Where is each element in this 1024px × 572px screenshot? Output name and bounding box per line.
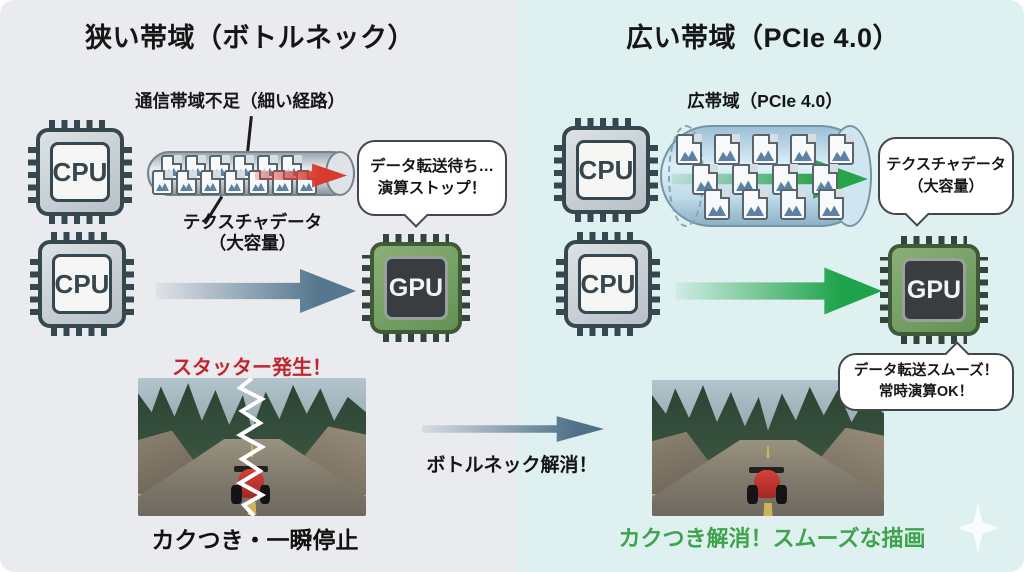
narrow-pipe-label: 通信帯域不足（細い経路） [135, 91, 345, 111]
texture-data-line1: テクスチャデータ [182, 212, 323, 232]
wide-bandwidth-pipe [660, 125, 872, 227]
cpu-label: CPU [578, 254, 638, 314]
race-car [747, 467, 787, 504]
image-file-icon [828, 134, 854, 165]
chip-pins [650, 139, 658, 201]
chip-pins [30, 253, 38, 315]
gpu-chip-right: GPU [880, 236, 988, 344]
chip-pins [126, 253, 134, 315]
image-file-icon [780, 189, 806, 220]
chip-body: CPU [38, 240, 126, 328]
chip-body: CPU [564, 240, 652, 328]
image-file-icon [224, 170, 245, 195]
cpu-chip-bottom-right: CPU [556, 232, 660, 336]
image-file-icon [790, 134, 816, 165]
gpu-wait-speech-bubble: データ転送待ち… 演算ストップ！ [357, 140, 507, 228]
chip-pins [901, 336, 967, 344]
cpu-label: CPU [52, 254, 112, 314]
chip-pins [28, 141, 36, 203]
chip-pins [575, 118, 637, 126]
image-file-icon [742, 189, 768, 220]
cpu-chip-top-left: CPU [28, 120, 132, 224]
cpu-chip-bottom-left: CPU [30, 232, 134, 336]
bubble-text-line2: 常時演算OK！ [878, 384, 974, 400]
chip-pins [362, 255, 370, 321]
chip-pins [980, 257, 988, 323]
chip-pins [901, 236, 967, 244]
narrow-bandwidth-pipe [147, 151, 355, 196]
bubble-text-line1: データ転送待ち… [369, 157, 494, 175]
bubble-text-line1: データ転送スムーズ！ [853, 362, 999, 379]
chip-pins [51, 232, 113, 240]
image-file-icon [176, 170, 197, 195]
chip-pins [577, 232, 639, 240]
pipe-data-icons [662, 127, 870, 225]
right-caption: カクつき解消！スムーズな描画 [618, 526, 926, 551]
image-file-icon [704, 189, 730, 220]
chip-pins [462, 255, 470, 321]
stutter-zigzag-icon [235, 378, 267, 516]
chip-body: CPU [562, 126, 650, 214]
chip-pins [554, 139, 562, 201]
gpu-smooth-speech-bubble: データ転送スムーズ！ 常時演算OK！ [838, 341, 1014, 411]
image-file-icon [152, 170, 173, 195]
texture-data-label: テクスチャデータ （大容量） [145, 212, 360, 254]
gpu-label: GPU [384, 256, 448, 320]
chip-pins [652, 253, 660, 315]
gpu-label: GPU [902, 258, 966, 322]
image-file-icon [818, 189, 844, 220]
chip-pins [51, 328, 113, 336]
right-panel-title: 広い帯域（PCIe 4.0） [625, 23, 901, 53]
chip-pins [575, 214, 637, 222]
cpu-label: CPU [576, 140, 636, 200]
chip-pins [556, 253, 564, 315]
bubble-text-line2: 演算ストップ！ [377, 180, 487, 197]
bubble-text-line1: テクスチャデータ [886, 156, 1006, 174]
texture-data-line2: （大容量） [208, 233, 297, 253]
left-caption: カクつき・一瞬停止 [151, 527, 359, 553]
chip-pins [880, 257, 888, 323]
chip-pins [49, 120, 111, 128]
chip-pins [383, 334, 449, 342]
center-arrow-caption: ボトルネック解消！ [426, 455, 598, 476]
texture-data-speech-bubble: テクスチャデータ （大容量） [878, 137, 1014, 227]
pipe-data-icons [149, 153, 353, 195]
gpu-chip-left: GPU [362, 234, 470, 342]
cpu-chip-top-right: CPU [554, 118, 658, 222]
chip-body: GPU [888, 244, 980, 336]
stutter-alert-text: スタッター発生！ [172, 357, 332, 379]
chip-pins [383, 234, 449, 242]
image-file-icon [200, 170, 221, 195]
image-file-icon [714, 134, 740, 165]
chip-body: CPU [36, 128, 124, 216]
game-screenshot-stutter [138, 378, 366, 516]
image-file-icon [752, 134, 778, 165]
bubble-text-line2: （大容量） [908, 178, 984, 195]
left-panel-title: 狭い帯域（ボトルネック） [85, 23, 415, 53]
wide-pipe-label: 広帯域（PCIe 4.0） [687, 91, 843, 111]
chip-pins [124, 141, 132, 203]
chip-pins [49, 216, 111, 224]
chip-body: GPU [370, 242, 462, 334]
cpu-label: CPU [50, 142, 110, 202]
image-file-icon [676, 134, 702, 165]
chip-pins [577, 328, 639, 336]
